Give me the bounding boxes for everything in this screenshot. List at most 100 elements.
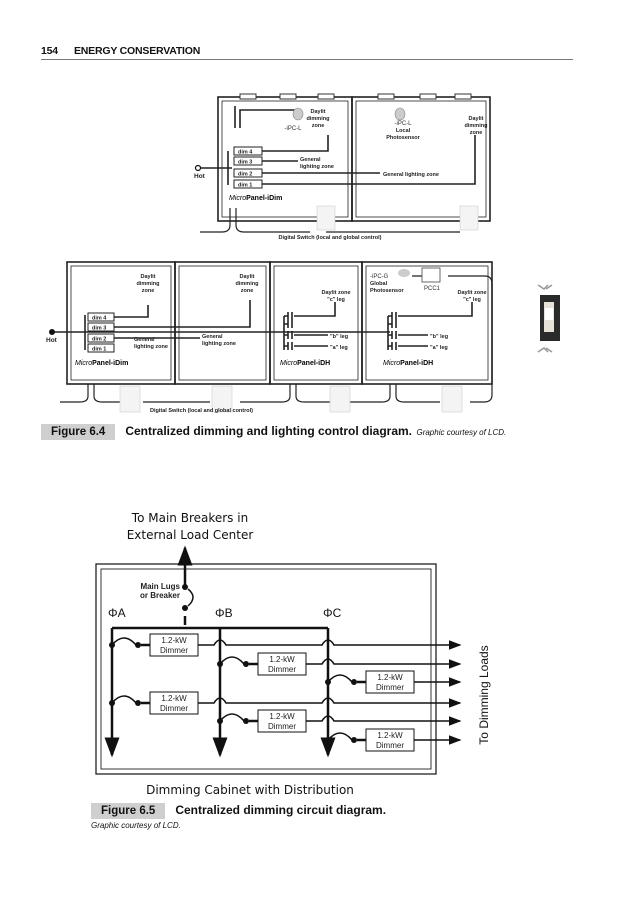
title-line: To Main Breakers in bbox=[131, 511, 249, 525]
caption-text: Centralized dimming and lighting control… bbox=[125, 424, 413, 438]
daylit-zone-label: zone bbox=[142, 288, 155, 294]
breaker-icon bbox=[243, 718, 249, 724]
b-leg-label: "b" leg bbox=[330, 334, 348, 340]
panel-label: MicroPanel-iDH bbox=[383, 360, 433, 367]
panel-label: MicroPanel-iDim bbox=[229, 195, 282, 202]
figure-6-5-diagram: 1.2-kWDimmer1.2-kWDimmer1.2-kWDimmer1.2-… bbox=[95, 545, 491, 775]
load-output-line bbox=[306, 658, 462, 669]
photosensor-icon bbox=[394, 107, 406, 121]
dimmer-channels bbox=[87, 312, 115, 353]
credit-text: Graphic courtesy of LCD. bbox=[416, 428, 507, 437]
general-lighting-label: General bbox=[300, 157, 321, 163]
dimmer-rating: 1.2-kW bbox=[269, 655, 295, 664]
daylit-zone-label: Daylit bbox=[469, 116, 484, 122]
digital-switch-icon bbox=[119, 385, 141, 413]
cabinet-title: Dimming Cabinet with Distribution bbox=[146, 783, 354, 797]
load-output-line bbox=[198, 697, 462, 708]
toggle-switch-icon bbox=[537, 284, 560, 353]
daylit-c-leg-label: "c" leg bbox=[327, 297, 345, 303]
figure-6-5-caption: Figure 6.5 Centralized dimming circuit di… bbox=[91, 801, 386, 819]
breaker-icon bbox=[351, 737, 357, 743]
phase-c-label: ΦC bbox=[323, 606, 342, 620]
load-output-line bbox=[198, 639, 462, 650]
chapter-title: ENERGY CONSERVATION bbox=[74, 45, 201, 57]
main-lugs-label: Main Lugs bbox=[140, 582, 180, 591]
daylit-zone-label: dimming bbox=[465, 123, 488, 129]
daylit-zone-label: dimming bbox=[307, 116, 330, 122]
global-sensor-label: Photosensor bbox=[370, 288, 404, 294]
sensor-label: -iPC-L bbox=[284, 126, 302, 132]
breaker-icon bbox=[243, 661, 249, 667]
dim-label: dim 1 bbox=[238, 183, 252, 189]
sensor-label: Local bbox=[396, 128, 411, 134]
a-leg-label: "a" leg bbox=[330, 345, 348, 351]
figure-label: Figure 6.4 bbox=[41, 424, 116, 440]
daylit-c-leg-label: Daylit zone bbox=[321, 290, 350, 296]
dim-label: dim 1 bbox=[92, 347, 106, 353]
hot-label: Hot bbox=[46, 337, 58, 344]
daylit-zone-label: zone bbox=[312, 123, 325, 129]
sensor-label: Photosensor bbox=[386, 135, 420, 141]
dimmer-label: Dimmer bbox=[268, 665, 296, 674]
dimmer-rating: 1.2-kW bbox=[161, 636, 187, 645]
dimmer-label: Dimmer bbox=[160, 646, 188, 655]
credit-text: Graphic courtesy of LCD. bbox=[91, 821, 181, 830]
title-line: External Load Center bbox=[126, 528, 254, 542]
figure-label: Figure 6.5 bbox=[91, 803, 166, 819]
b-leg-label: "b" leg bbox=[430, 334, 448, 340]
breaker-icon bbox=[135, 700, 141, 706]
running-head: 154 ENERGY CONSERVATION bbox=[41, 45, 573, 60]
breaker-icon bbox=[351, 679, 357, 685]
general-lighting-label: General bbox=[202, 334, 223, 340]
dimmer-rating: 1.2-kW bbox=[161, 694, 187, 703]
digital-switch-icon bbox=[459, 205, 479, 231]
digital-switch-icon bbox=[329, 385, 351, 413]
dimmer-label: Dimmer bbox=[376, 683, 404, 692]
main-lugs-label: or Breaker bbox=[140, 591, 180, 600]
dimmer-rating: 1.2-kW bbox=[377, 673, 403, 682]
global-photosensor-icon bbox=[398, 269, 410, 277]
daylit-c-leg-label: Daylit zone bbox=[457, 290, 486, 296]
phase-a-label: ΦA bbox=[108, 606, 126, 620]
figure-6-4-caption: Figure 6.4 Centralized dimming and lighti… bbox=[41, 422, 506, 440]
general-lighting-label: lighting zone bbox=[300, 164, 334, 170]
dim-label: dim 3 bbox=[238, 160, 252, 166]
page-number: 154 bbox=[41, 45, 58, 57]
panel-label: MicroPanel-iDH bbox=[280, 360, 330, 367]
general-lighting-label: General bbox=[134, 337, 155, 343]
caption-text: Centralized dimming circuit diagram. bbox=[175, 803, 387, 817]
dimmer-rating: 1.2-kW bbox=[377, 731, 403, 740]
dimming-loads-label: To Dimming Loads bbox=[477, 645, 491, 744]
breaker-icon bbox=[135, 642, 141, 648]
digital-switch-icon bbox=[441, 385, 463, 413]
dimmer-label: Dimmer bbox=[376, 741, 404, 750]
panel-label: MicroPanel-iDim bbox=[75, 360, 128, 367]
pcc-label: PCC1 bbox=[424, 286, 441, 292]
dim-label: dim 4 bbox=[92, 316, 107, 322]
dimmer-channels bbox=[233, 146, 263, 189]
dim-label: dim 3 bbox=[92, 326, 106, 332]
daylit-zone-label: Daylit bbox=[240, 274, 255, 280]
daylit-zone-label: dimming bbox=[137, 281, 160, 287]
main-breakers-title: To Main Breakers in External Load Center bbox=[100, 510, 280, 544]
global-sensor-label: -iPC-G bbox=[370, 274, 389, 280]
dim-label: dim 2 bbox=[92, 337, 106, 343]
phase-b-label: ΦB bbox=[215, 606, 233, 620]
general-lighting-label: lighting zone bbox=[202, 341, 236, 347]
global-sensor-label: Global bbox=[370, 281, 388, 287]
switch-caption: Digital Switch (local and global control… bbox=[150, 408, 253, 414]
a-leg-label: "a" leg bbox=[430, 345, 448, 351]
digital-switch-icon bbox=[211, 385, 233, 413]
dimmer-label: Dimmer bbox=[160, 704, 188, 713]
dim-label: dim 4 bbox=[238, 150, 253, 156]
daylit-c-leg-label: "c" leg bbox=[463, 297, 481, 303]
general-lighting-label: General lighting zone bbox=[383, 172, 439, 178]
daylit-zone-label: zone bbox=[241, 288, 254, 294]
dimmer-rating: 1.2-kW bbox=[269, 712, 295, 721]
pcc-icon bbox=[421, 267, 441, 283]
